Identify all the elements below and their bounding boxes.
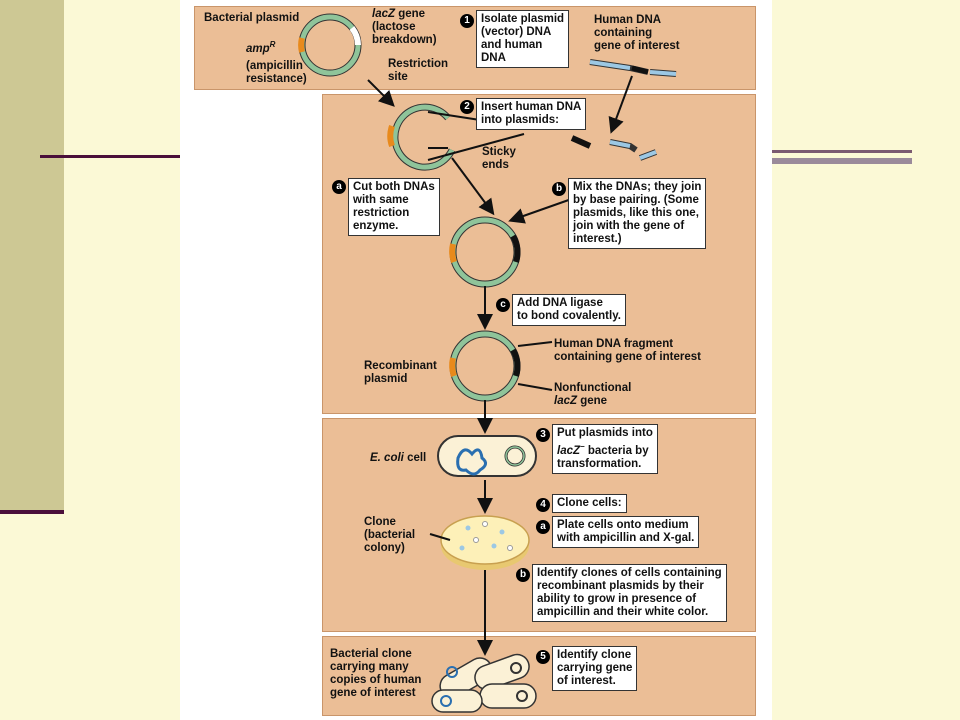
- step-2a-text-box: Cut both DNAs with same restriction enzy…: [348, 178, 440, 236]
- step-3-number: 3: [536, 428, 550, 442]
- ampr-label: ampR: [246, 38, 275, 56]
- nonfunctional-gene-rest: gene: [577, 395, 608, 407]
- ecoli-cell-icon: [437, 435, 537, 477]
- diagram-graphics: [298, 13, 677, 713]
- bacterial-clone-cells-icon: [431, 653, 537, 713]
- ampr-sup: R: [269, 40, 276, 49]
- step-2a-number: a: [332, 180, 346, 194]
- step-2b-number: b: [552, 182, 566, 196]
- step-2c-number: c: [496, 298, 510, 312]
- step-1-number: 1: [460, 14, 474, 28]
- nonfunctional-lacz-italic: lacZ: [554, 395, 578, 407]
- restriction-site-label: Restriction site: [388, 58, 449, 83]
- bacterial-plasmid-icon: [298, 13, 362, 77]
- title-rule-right: [772, 150, 912, 153]
- ecoli-italic: E. coli: [370, 452, 404, 464]
- title-rule-left: [40, 155, 180, 158]
- ampicillin-resistance-label: (ampicillin resistance): [246, 60, 307, 85]
- left-accent-bar: [0, 0, 64, 510]
- human-dna-strand-icon: [589, 59, 677, 77]
- bottom-rule-left: [0, 510, 64, 514]
- clone-bacterial-colony-label: Clone (bacterial colony): [364, 516, 416, 554]
- petri-dish-icon: [440, 515, 530, 570]
- ecoli-cell-label: E. coli cell: [370, 452, 426, 465]
- bacterial-clone-label: Bacterial clone carrying many copies of …: [330, 648, 422, 699]
- step-2b-text-box: Mix the DNAs; they join by base pairing.…: [568, 178, 707, 249]
- step-2c-text-box: Add DNA ligase to bond covalently.: [512, 294, 626, 326]
- step-4a-text-box: Plate cells onto medium with ampicillin …: [552, 516, 700, 548]
- step-2-number: 2: [460, 100, 474, 114]
- step-4b-text-box: Identify clones of cells containing reco…: [532, 564, 727, 622]
- step-5-number: 5: [536, 650, 550, 664]
- step-3-line-2: bacteria by: [584, 444, 649, 457]
- title-rule-right-2: [772, 158, 912, 164]
- ecoli-cell-rest: cell: [403, 452, 427, 464]
- recombinant-plasmid-icon: [449, 330, 521, 402]
- step-4-number: 4: [536, 498, 550, 512]
- panel-step-5: [322, 636, 756, 716]
- ampr-text: amp: [246, 42, 270, 55]
- step-4b-number: b: [516, 568, 530, 582]
- human-dna-fragment-label: Human DNA fragment containing gene of in…: [554, 338, 701, 363]
- step-3-line-1: Put plasmids into: [557, 427, 653, 439]
- sticky-ends-label: Sticky ends: [482, 146, 516, 171]
- nonfunctional-text: Nonfunctional: [554, 382, 632, 394]
- step-4-text-box: Clone cells:: [552, 494, 627, 513]
- lacz-rest: gene (lactose breakdown): [372, 8, 437, 46]
- cut-plasmid-icon: [387, 103, 456, 171]
- human-dna-label: Human DNA containing gene of interest: [594, 14, 680, 52]
- lacz-italic: lacZ: [372, 8, 396, 20]
- step-5-text-box: Identify clone carrying gene of interest…: [552, 646, 638, 691]
- step-3-line-3: transformation.: [557, 457, 642, 470]
- joined-plasmid-icon: [449, 216, 521, 288]
- lacz-gene-label: lacZ gene (lactose breakdown): [372, 8, 437, 47]
- recombinant-plasmid-label: Recombinant plasmid: [364, 360, 437, 385]
- step-2-text-box: Insert human DNA into plasmids:: [476, 98, 587, 130]
- step-3-lacz: lacZ: [557, 444, 581, 457]
- cut-human-dna-fragments-icon: [570, 135, 658, 161]
- step-1-text-box: Isolate plasmid (vector) DNA and human D…: [476, 10, 570, 68]
- step-4a-number: a: [536, 520, 550, 534]
- bacterial-plasmid-label: Bacterial plasmid: [204, 12, 300, 24]
- step-3-lacz-minus: −: [580, 442, 585, 451]
- panel-step-1: [194, 6, 756, 90]
- dna-cloning-figure: Bacterial plasmid ampR (ampicillin resis…: [180, 0, 772, 720]
